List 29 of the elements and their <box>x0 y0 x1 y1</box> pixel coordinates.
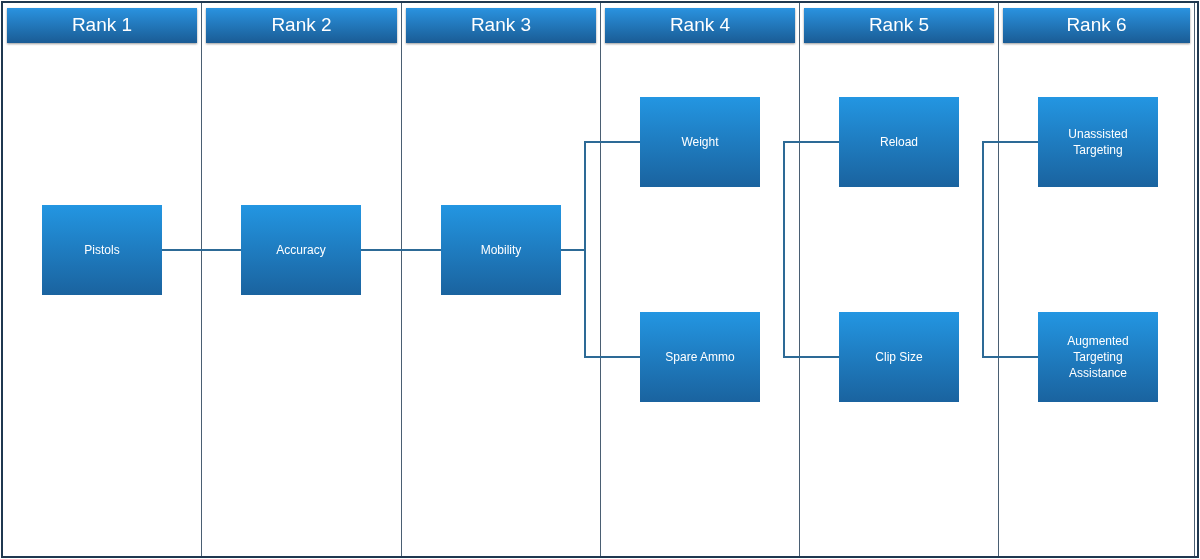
skill-box <box>241 205 361 295</box>
skill-box <box>839 97 959 187</box>
skill-label: Accuracy <box>276 242 326 258</box>
column-header: Rank 1 <box>7 8 197 43</box>
skill-label: Pistols <box>84 242 120 258</box>
column-header: Rank 6 <box>1003 8 1190 43</box>
skill-label: Weight <box>681 134 719 150</box>
column-header: Rank 4 <box>605 8 795 43</box>
skill-box <box>1038 97 1158 187</box>
skill-label: Spare Ammo <box>665 349 735 365</box>
column-header: Rank 2 <box>206 8 397 43</box>
skill-box <box>441 205 561 295</box>
column-header: Rank 5 <box>804 8 994 43</box>
skill-label: Unassisted Targeting <box>1067 126 1129 158</box>
connector-line <box>783 141 840 358</box>
column-header: Rank 3 <box>406 8 596 43</box>
connector-line <box>360 249 442 251</box>
skill-box <box>1038 312 1158 402</box>
connector-line <box>560 249 641 358</box>
skill-box <box>640 97 760 187</box>
skill-box <box>839 312 959 402</box>
skill-label: Mobility <box>480 242 522 258</box>
skill-label: Augmented Targeting Assistance <box>1066 333 1130 381</box>
skill-box <box>42 205 162 295</box>
connector-line <box>161 249 242 251</box>
connector-line <box>982 141 1039 358</box>
skill-label: Clip Size <box>875 349 923 365</box>
skill-box <box>640 312 760 402</box>
skill-label: Reload <box>880 134 918 150</box>
